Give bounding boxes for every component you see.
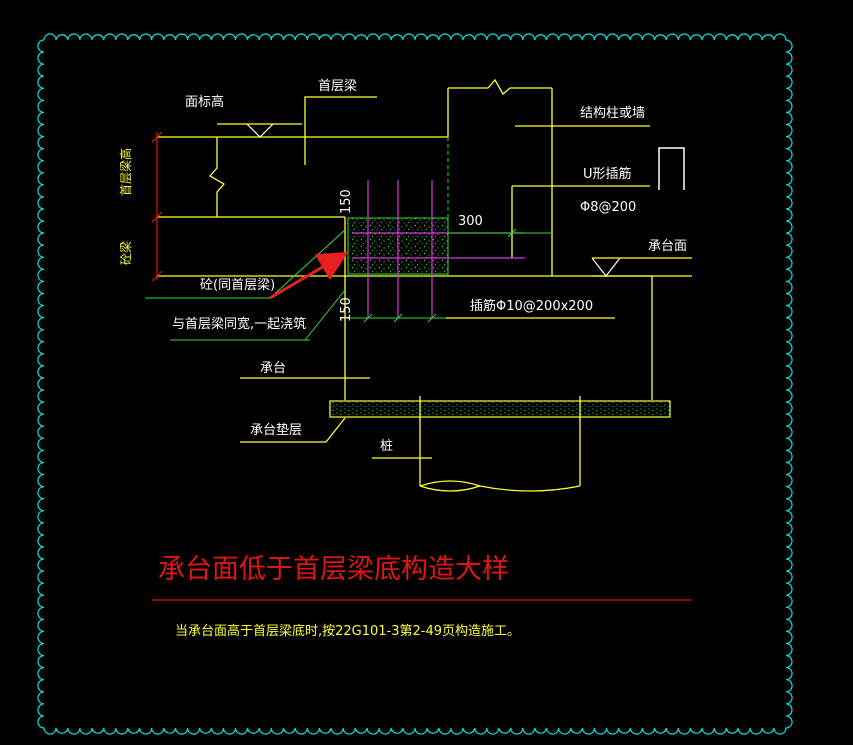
- label-u-rebar: U形插筋: [583, 166, 632, 182]
- label-beam-height-left: 首层梁高: [118, 148, 133, 196]
- structure-lines: [157, 78, 692, 492]
- label-dim-150-bottom: 150: [339, 297, 354, 322]
- drawing-note: 当承台面高于首层梁底时,按22G101-3第2-49页构造施工。: [175, 623, 520, 639]
- label-pile-cap: 承台: [260, 361, 286, 376]
- rebar-lines: [352, 180, 525, 318]
- label-column-or-wall: 结构柱或墙: [580, 106, 645, 121]
- label-floor-elevation: 面标高: [185, 94, 224, 110]
- label-dim-300: 300: [458, 214, 483, 229]
- label-pile: 桩: [380, 439, 393, 454]
- cap-cushion-layer: [329, 400, 671, 418]
- label-dim-150-top: 150: [339, 189, 354, 214]
- left-dimension: [151, 131, 163, 282]
- label-dowel-spec: 插筋Φ10@200x200: [470, 298, 593, 314]
- label-same-width-note: 与首层梁同宽,一起浇筑: [172, 316, 306, 332]
- label-cap-top: 承台面: [648, 239, 687, 254]
- elevation-marker-cap: [591, 257, 692, 277]
- rebar-dimension: [345, 228, 552, 323]
- label-concrete-left: 砼梁: [118, 241, 133, 265]
- callout-arrow: [269, 251, 349, 300]
- drawing-title: 承台面低于首层梁底构造大样: [158, 554, 509, 585]
- label-u-rebar-spec: Φ8@200: [580, 200, 636, 215]
- revision-cloud-path: [37, 33, 793, 735]
- label-first-floor-beam: 首层梁: [318, 79, 357, 94]
- label-concrete-note: 砼(同首层梁): [200, 278, 275, 293]
- label-cap-cushion: 承台垫层: [250, 422, 302, 438]
- revision-cloud-border: [37, 33, 793, 735]
- elevation-marker-floor: [246, 123, 274, 138]
- u-rebar-symbol: [658, 147, 685, 190]
